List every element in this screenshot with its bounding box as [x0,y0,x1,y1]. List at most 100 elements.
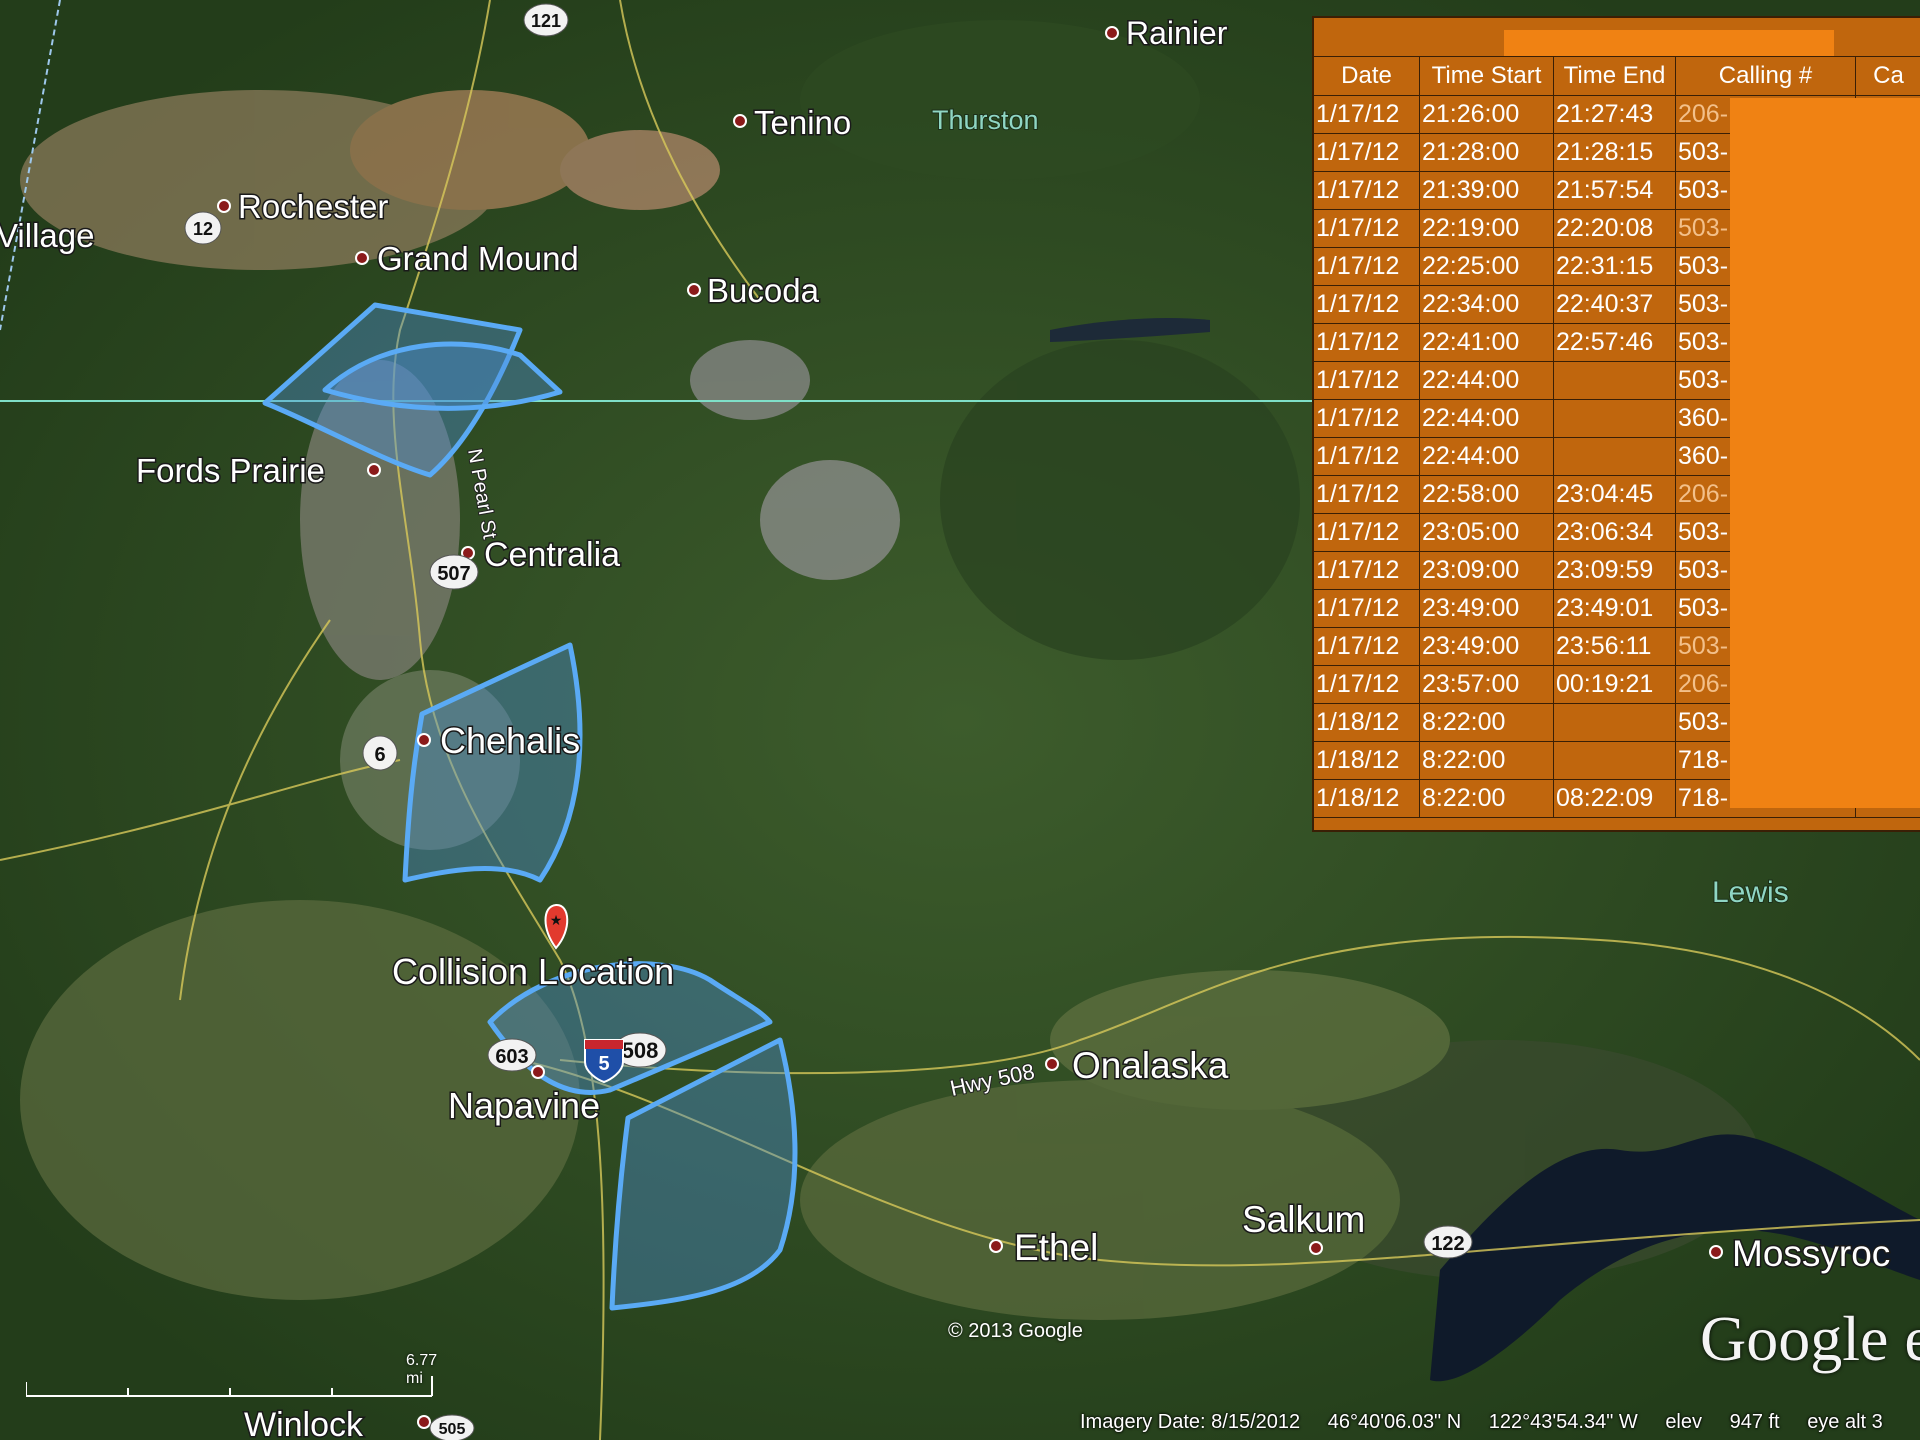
row-time-end: 22:20:08 [1554,210,1676,248]
row-date: 1/17/12 [1314,476,1420,514]
place-label-chehalis[interactable]: Chehalis [439,719,582,763]
title-redaction [1504,30,1834,56]
place-label-salkum[interactable]: Salkum [1241,1198,1367,1242]
row-date: 1/18/12 [1314,742,1420,780]
row-date: 1/17/12 [1314,286,1420,324]
row-date: 1/17/12 [1314,248,1420,286]
route-shield-122: 122 [1423,1225,1473,1259]
latitude: 46°40'06.03" N [1327,1411,1462,1433]
row-time-end: 23:49:01 [1554,590,1676,628]
elevation-value: 947 ft [1729,1411,1780,1433]
status-bar: Imagery Date: 8/15/2012 46°40'06.03" N 1… [1080,1404,1920,1440]
svg-text:6: 6 [374,744,385,766]
place-label-fords-prairie[interactable]: Fords Prairie [135,451,327,491]
row-date: 1/18/12 [1314,780,1420,818]
svg-text:505: 505 [439,1421,466,1438]
lake [1050,318,1920,1382]
place-label-village[interactable]: Village [0,216,96,256]
row-time-end: 23:56:11 [1554,628,1676,666]
place-label-mossyrock[interactable]: Mossyroc [1731,1232,1892,1276]
eye-altitude: eye alt 3 [1807,1411,1883,1433]
svg-text:603: 603 [495,1046,528,1068]
row-calling-number: 718- [1676,780,1856,818]
place-label-grand-mound[interactable]: Grand Mound [376,239,581,279]
row-time-end: 23:09:59 [1554,552,1676,590]
row-date: 1/17/12 [1314,324,1420,362]
row-date: 1/17/12 [1314,210,1420,248]
svg-text:5: 5 [598,1053,609,1075]
row-date: 1/17/12 [1314,628,1420,666]
place-label-onalaska[interactable]: Onalaska [1071,1044,1231,1088]
row-date: 1/17/12 [1314,96,1420,134]
header-time-start: Time Start [1420,57,1554,96]
row-time-start: 8:22:00 [1420,704,1554,742]
place-label-rainier[interactable]: Rainier [1125,14,1230,53]
row-time-start: 21:26:00 [1420,96,1554,134]
cell-sector-chehalis [402,642,583,883]
svg-text:507: 507 [437,563,470,585]
row-date: 1/18/12 [1314,704,1420,742]
place-label-winlock[interactable]: Winlock [243,1405,366,1440]
row-time-start: 23:49:00 [1420,590,1554,628]
place-label-rochester[interactable]: Rochester [237,187,390,227]
row-date: 1/17/12 [1314,514,1420,552]
row-time-start: 22:25:00 [1420,248,1554,286]
row-time-end: 21:28:15 [1554,134,1676,172]
place-dots [217,26,1723,1429]
row-time-start: 22:44:00 [1420,400,1554,438]
cell-sector-napavine [609,1037,798,1311]
copyright-notice: © 2013 Google [948,1320,1083,1342]
row-time-end [1554,400,1676,438]
route-shield-507: 507 [429,554,479,590]
collision-pin-icon[interactable]: ★ [544,903,569,950]
place-label-collision-location[interactable]: Collision Location [391,950,676,994]
imagery-date: Imagery Date: 8/15/2012 [1080,1411,1301,1433]
elevation-label: elev [1665,1411,1703,1433]
row-date: 1/17/12 [1314,552,1420,590]
place-label-tenino[interactable]: Tenino [753,103,853,143]
place-label-centralia[interactable]: Centralia [483,535,622,576]
route-shields: 121 12 507 6 603 508 5 122 [184,3,1473,1440]
cell-sectors [262,302,798,1311]
row-time-start: 21:28:00 [1420,134,1554,172]
row-time-end: 21:57:54 [1554,172,1676,210]
region-label-thurston: Thurston [932,105,1039,135]
google-earth-logo: Google e [1700,1303,1920,1374]
place-labels: Rainier Tenino Rochester Village Grand M… [0,14,1892,1440]
route-shield-508: 508 [613,1032,667,1068]
interstate-shield-5: 5 [584,1039,624,1084]
region-labels: Thurston Lewis [931,104,1790,910]
row-time-end: 00:19:21 [1554,666,1676,704]
row-time-start: 22:41:00 [1420,324,1554,362]
row-date: 1/17/12 [1314,438,1420,476]
route-shield-121: 121 [523,3,569,37]
place-label-napavine[interactable]: Napavine [447,1084,602,1128]
row-time-end [1554,438,1676,476]
route-shield-12: 12 [184,211,222,245]
row-time-end: 22:40:37 [1554,286,1676,324]
scale-label: 6.77 mi [406,1352,438,1387]
row-time-start: 22:19:00 [1420,210,1554,248]
place-label-ethel[interactable]: Ethel [1013,1226,1100,1270]
row-time-start: 22:44:00 [1420,362,1554,400]
district-border [0,0,61,331]
row-time-end: 22:57:46 [1554,324,1676,362]
row-date: 1/17/12 [1314,666,1420,704]
place-label-bucoda[interactable]: Bucoda [706,271,822,311]
route-shield-603: 603 [487,1038,537,1072]
route-shield-505: 505 [429,1414,475,1440]
svg-text:122: 122 [1431,1233,1464,1255]
scale-bar: 6.77 mi [25,1352,438,1398]
header-calling-number: Calling # [1676,57,1856,96]
call-log-table: Date Time Start Time End Calling # Ca 1/… [1312,16,1920,832]
row-time-start: 22:58:00 [1420,476,1554,514]
svg-text:508: 508 [622,1038,659,1063]
row-time-start: 8:22:00 [1420,742,1554,780]
row-time-end: 22:31:15 [1554,248,1676,286]
row-date: 1/17/12 [1314,362,1420,400]
table-title-row [1314,18,1920,57]
row-time-start: 22:44:00 [1420,438,1554,476]
row-time-start: 8:22:00 [1420,780,1554,818]
row-time-start: 21:39:00 [1420,172,1554,210]
